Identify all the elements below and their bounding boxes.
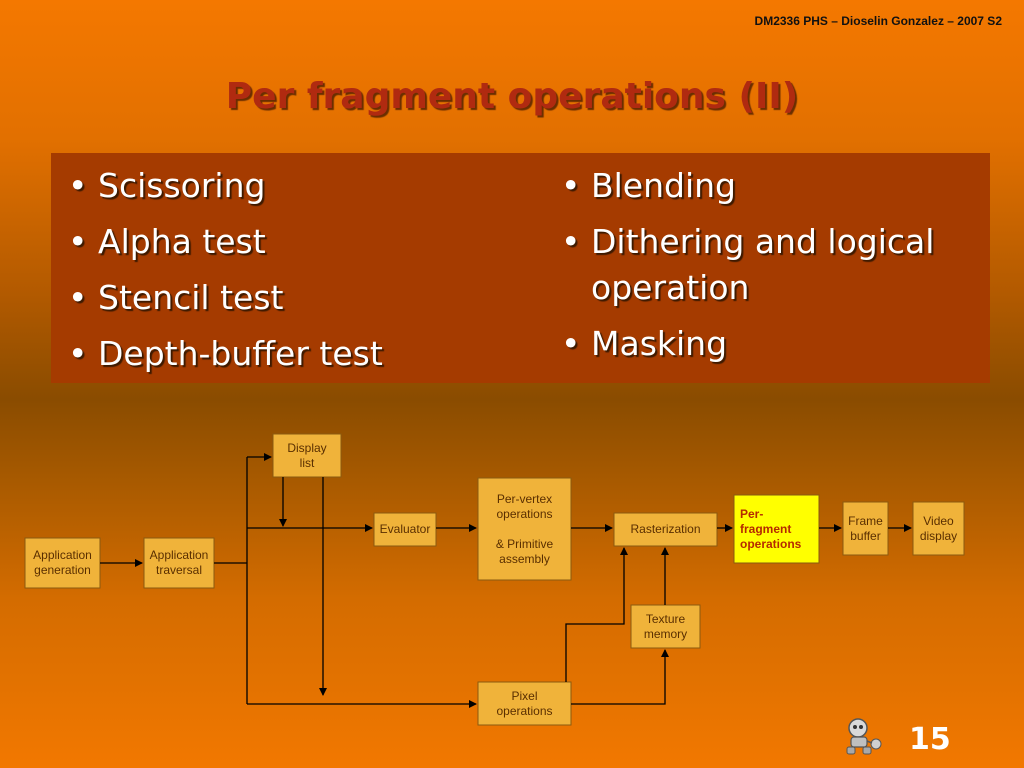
bullet-item: • Alpha test (68, 219, 508, 265)
diagram-boxes (24, 433, 965, 726)
per-vertex-box (477, 477, 572, 581)
bullet-item: • Stencil test (68, 275, 508, 321)
app-generation-box (24, 537, 101, 589)
bullet-panel: • Scissoring • Alpha test • Stencil test • D… (51, 153, 990, 383)
left-bullet-list: • Scissoring • Alpha test • Stencil test • D… (68, 163, 508, 387)
right-bullet-list: • Blending • Dithering and logical operati… (561, 163, 981, 377)
arrow-pixel-ops-to-texture (571, 649, 669, 705)
bullet-item: • Scissoring (68, 163, 508, 209)
robot-logo-icon (846, 718, 882, 755)
bullet-dot: • (68, 222, 88, 261)
bullet-dot: • (561, 166, 581, 205)
bullet-text: Scissoring (98, 166, 266, 205)
bullet-text: Dithering and logical operation (591, 222, 935, 307)
rasterization-box (613, 512, 718, 547)
bullet-dot: • (561, 222, 581, 261)
bullet-dot: • (561, 324, 581, 363)
app-traversal-box (143, 537, 215, 589)
page-number: 15 (909, 722, 951, 757)
bullet-text: Depth-buffer test (98, 334, 383, 373)
arrow-pixel-ops-to-rasterization (565, 547, 628, 682)
bullet-text: Blending (591, 166, 737, 205)
bullet-item: • Depth-buffer test (68, 331, 508, 377)
bullet-text: Masking (591, 324, 728, 363)
bullet-item: • Blending (561, 163, 981, 209)
display-list-box (272, 433, 342, 478)
bullet-dot: • (68, 278, 88, 317)
bullet-item: • Dithering and logical operation (561, 219, 981, 311)
bullet-dot: • (68, 334, 88, 373)
diagram-connectors (100, 453, 912, 708)
bullet-dot: • (68, 166, 88, 205)
evaluator-box (373, 512, 437, 547)
frame-buffer-box (842, 501, 889, 556)
bullet-text: Alpha test (98, 222, 266, 261)
pixel-operations-box (477, 681, 572, 726)
slide-header: DM2336 PHS – Dioselin Gonzalez – 2007 S2 (754, 14, 1002, 28)
slide-title: Per fragment operations (II) (225, 76, 799, 117)
texture-memory-box (630, 604, 701, 649)
bullet-text: Stencil test (98, 278, 284, 317)
video-display-box (912, 501, 965, 556)
per-fragment-box (733, 494, 820, 564)
bullet-item: • Masking (561, 321, 981, 367)
